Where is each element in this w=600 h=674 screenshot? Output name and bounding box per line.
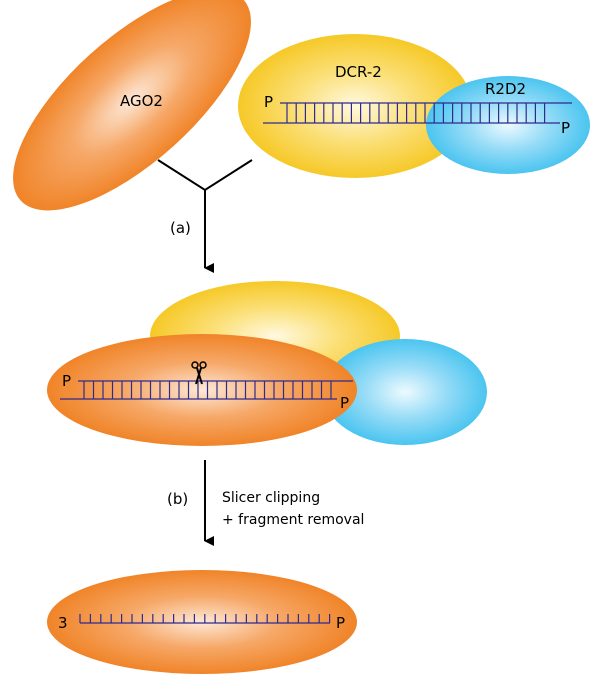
p-label-left: P: [62, 372, 71, 390]
ago2-label: AGO2: [120, 92, 163, 110]
three-prime-label: 3: [58, 614, 68, 632]
p-label-right: P: [340, 394, 349, 412]
step-a-label: (a): [170, 219, 191, 237]
ago2-protein: [47, 334, 357, 446]
r2d2-protein: [426, 76, 590, 174]
dcr2-label: DCR-2: [335, 63, 382, 81]
ssrna-guide: [79, 614, 331, 624]
stage-2: P P (b) Slicer clipping + fragment remov…: [47, 281, 487, 546]
p-label-right: P: [561, 119, 570, 137]
p-label-left: P: [264, 93, 273, 111]
scissors-icon: [191, 361, 207, 385]
step-b-label: (b): [167, 490, 188, 508]
step-b-desc-line1: Slicer clipping: [222, 490, 320, 506]
ago2-protein: [13, 0, 251, 211]
merge-connector: [157, 159, 253, 268]
p-label-right: P: [336, 614, 345, 632]
stage-3: 3 P: [47, 570, 357, 674]
dsrna-duplex: [60, 380, 353, 400]
dsrna-duplex: [263, 102, 572, 124]
step-b-desc-line2: + fragment removal: [222, 512, 364, 528]
dcr2-protein: [238, 34, 472, 178]
r2d2-label: R2D2: [485, 80, 526, 98]
r2d2-protein: [323, 339, 487, 445]
ago2-protein: [47, 570, 357, 674]
stage-1: AGO2 DCR-2 R2D2 P P (a): [13, 0, 590, 268]
